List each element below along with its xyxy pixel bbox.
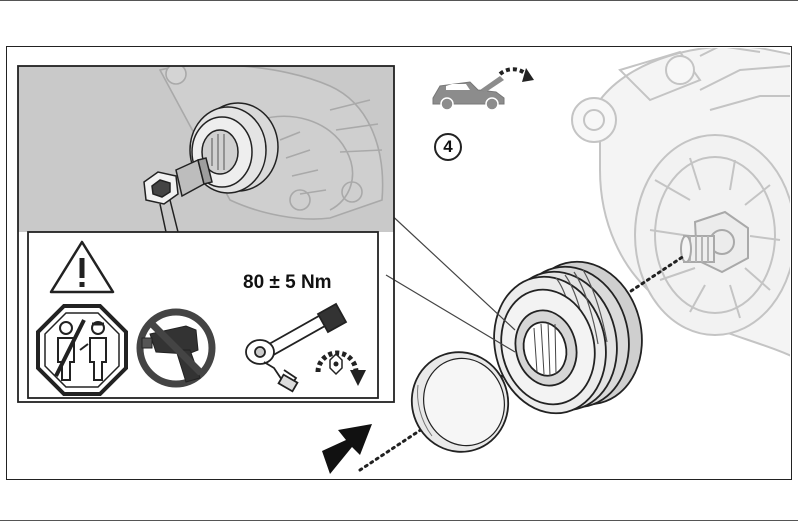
alternator-pulley [493,260,643,415]
warning-triangle-icon [49,240,115,294]
no-impact-wrench-icon [136,308,216,388]
two-person-required-icon [36,304,128,396]
bottom-rule [0,520,798,521]
step-number-badge [434,133,462,161]
clockwise-rotation-icon [315,350,366,386]
step-number: 4 [443,137,453,156]
insert-direction-arrow [322,424,372,474]
detail-leader-lines [385,209,516,353]
pulley-cap [410,351,510,453]
detail-inset [18,66,394,233]
pulley-socket-tool [143,157,213,205]
ratchet-wrench-icon [245,302,348,393]
car-hood-open-icon [432,67,534,111]
torque-spec: 80 ± 5 Nm [243,272,332,293]
top-rule [0,0,798,1]
inset-border [17,65,395,403]
illustration-frame [6,46,792,480]
